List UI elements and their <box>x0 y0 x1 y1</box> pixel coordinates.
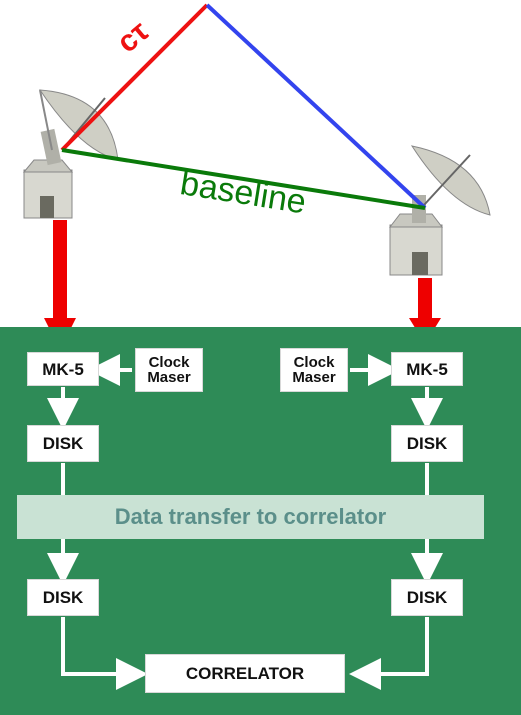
data-transfer-label: Data transfer to correlator <box>114 504 387 529</box>
flow-arrows <box>47 354 443 690</box>
wavefront-line <box>205 3 427 210</box>
disk-left-bottom: DISK <box>27 579 99 616</box>
disk-left-top: DISK <box>27 425 99 462</box>
radio-telescope-icon <box>388 145 491 276</box>
clock-maser-right: Clock Maser <box>280 348 348 392</box>
signal-arrow-right <box>409 278 441 330</box>
disk-right-bottom: DISK <box>391 579 463 616</box>
radio-telescope-icon <box>22 89 119 219</box>
path-delay-line <box>60 3 209 152</box>
recorder-right: MK-5 <box>391 352 463 386</box>
recorder-left: MK-5 <box>27 352 99 386</box>
path-delay-label: cτ <box>111 15 155 60</box>
clock-maser-left: Clock Maser <box>135 348 203 392</box>
baseline-label: baseline <box>178 164 309 221</box>
geometry-illustration: cτ baseline <box>22 3 491 330</box>
disk-right-top: DISK <box>391 425 463 462</box>
baseline-line <box>61 148 426 210</box>
signal-arrow-left <box>44 220 76 330</box>
data-transfer-bar: Data transfer to correlator <box>17 495 484 539</box>
correlator-box: CORRELATOR <box>145 654 345 693</box>
